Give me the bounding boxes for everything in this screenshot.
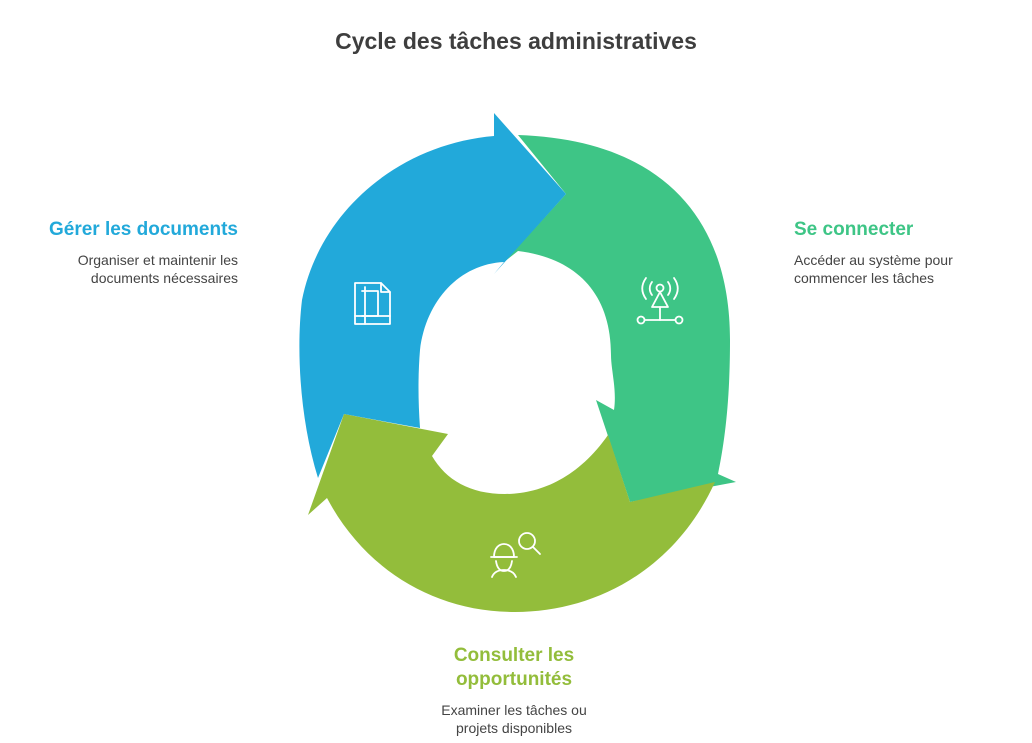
step-heading: Se connecter	[794, 219, 914, 240]
step-description-line: Examiner les tâches ou	[441, 702, 587, 718]
document-icon	[354, 282, 391, 325]
step-description-line: Organiser et maintenir les	[77, 252, 238, 268]
step-consulter-opportunites: Consulter les opportunités Examiner les …	[400, 644, 628, 737]
arrow-consulter-opportunites	[308, 414, 715, 612]
diagram-title: Cycle des tâches administratives	[335, 28, 697, 54]
worker-search-icon	[490, 532, 541, 578]
step-heading-line: Consulter les	[453, 645, 575, 666]
arrow-se-connecter	[504, 135, 736, 502]
step-description: Examiner les tâches ou projets disponibl…	[400, 701, 628, 737]
step-se-connecter: Se connecter Accéder au système pour com…	[794, 218, 1004, 287]
step-description: Accéder au système pour commencer les tâ…	[794, 251, 1004, 287]
step-description-line: projets disponibles	[456, 720, 572, 736]
step-description-line: documents nécessaires	[90, 270, 238, 286]
step-heading: Gérer les documents	[48, 219, 238, 240]
step-description: Organiser et maintenir les documents néc…	[30, 251, 238, 287]
arrow-gerer-documents	[299, 113, 566, 478]
step-description-line: Accéder au système pour	[794, 252, 953, 268]
step-description-line: commencer les tâches	[794, 270, 935, 286]
step-heading: Consulter les opportunités	[400, 644, 628, 692]
network-antenna-icon	[636, 277, 684, 325]
step-gerer-documents: Gérer les documents Organiser et mainten…	[30, 218, 238, 287]
step-heading-line: opportunités	[455, 669, 573, 690]
